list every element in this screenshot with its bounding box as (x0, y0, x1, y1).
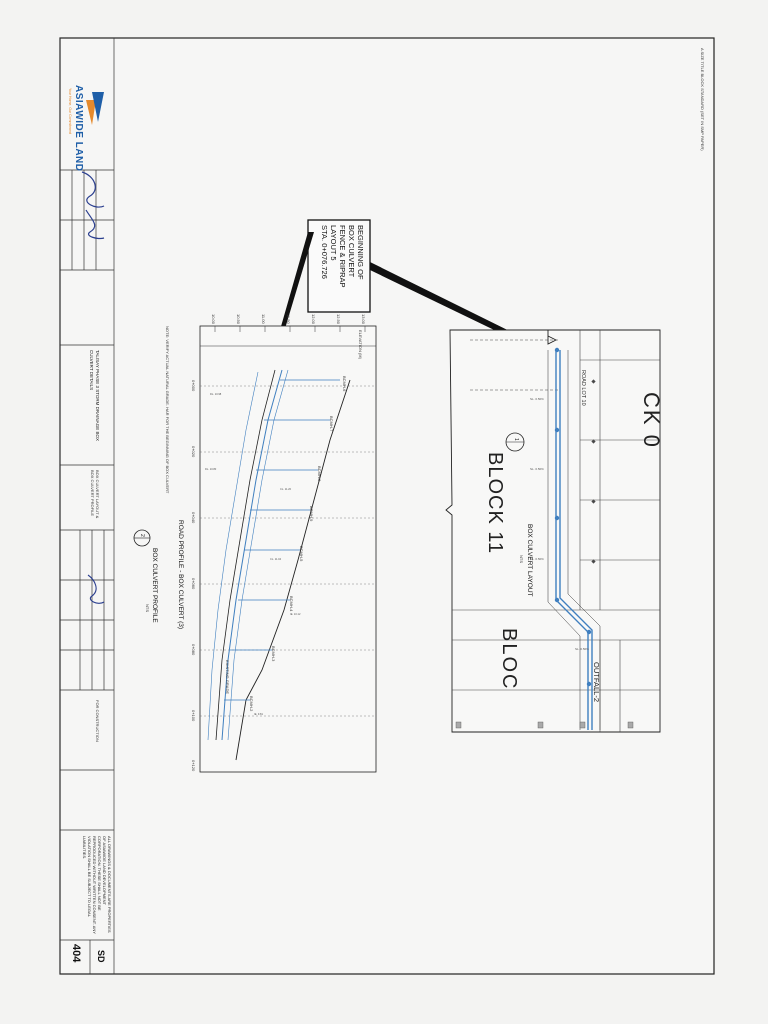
manhole-label: BCMH-3 (271, 646, 276, 662)
callout-line-5: STA. 0+076.726 (320, 225, 329, 279)
plan-badge-number: 1 (513, 438, 519, 441)
profile-badge-number: 2 (139, 534, 145, 537)
svg-text:CL. 11.04: CL. 11.04 (270, 557, 282, 561)
svg-text:SL. 0.50%: SL. 0.50% (530, 557, 544, 561)
signature-mark (81, 171, 105, 240)
layout-plan: SL. 0.50% SL. 0.50% SL. 0.50% SL. 0.50% (445, 329, 661, 733)
profile-scale: NTS (145, 604, 150, 612)
svg-text:CL. 11.20: CL. 11.20 (280, 487, 292, 491)
station-label: 0+080 (191, 644, 196, 656)
manhole-label: BCMH-7 (329, 416, 334, 432)
manhole-label: BCMH-4 (289, 596, 294, 612)
elevation-label: 13.00 (361, 314, 366, 325)
station-label: 0+120 (191, 760, 196, 772)
manhole-label: BCMH-2 (249, 696, 254, 712)
callout-line-2: BOX CULVERT (347, 225, 356, 278)
svg-text:SL. 0.50%: SL. 0.50% (530, 397, 544, 401)
station-label: 0+060 (191, 578, 196, 590)
profile-title: ROAD PROFILE - BOX CULVERT (3) (177, 520, 184, 630)
svg-text:DL. 10.80: DL. 10.80 (205, 467, 217, 471)
callout-text: BEGINNING OF BOX CULVERT FENCE & RIPRAP … (320, 225, 365, 288)
elevation-label: 12.50 (336, 314, 341, 325)
plan-block-bottom: BLOC (498, 628, 520, 691)
elevation-label: 10.00 (211, 314, 216, 325)
plan-title: BOX CULVERT LAYOUT (526, 524, 533, 597)
svg-text:DL. 10.98: DL. 10.98 (210, 392, 222, 396)
station-label: 0+040 (191, 512, 196, 524)
svg-text:IE. 9.81: IE. 9.81 (254, 712, 263, 716)
company-logo (86, 92, 104, 125)
elevation-label: 11.50 (286, 314, 291, 324)
signature-mark-2 (87, 574, 105, 604)
title-block-notes: ALL DRAWINGS & DOCUMENTS ARE PROPERTIES … (82, 836, 112, 934)
svg-text:IE. 10.12: IE. 10.12 (290, 612, 301, 616)
sheet-content: BOX CULVERT LAYOUT & BOX CULVERT PROFILE (90, 470, 100, 519)
profile-frame: DL. 10.98 DL. 10.80 CL. 11.20 CL. 11.04 … (199, 325, 377, 773)
station-label: 0+020 (191, 446, 196, 458)
callout-line-3: FENCE & RIPRAP (338, 225, 347, 288)
layout-title-badge (505, 432, 525, 452)
title-block-strip (59, 38, 115, 974)
station-label: 0+100 (191, 710, 196, 722)
sheet-id: SD (96, 950, 106, 963)
manhole-label: BCMH-9 (309, 506, 314, 522)
elevation-label: 12.00 (311, 314, 316, 325)
manhole-label: BCMH-6 (342, 376, 347, 392)
svg-text:SL. 0.50%: SL. 0.50% (530, 467, 544, 471)
plan-scale: NTS (519, 555, 524, 563)
callout-line-4: LAYOUT 5 (329, 225, 338, 261)
elevation-label: 10.50 (236, 314, 241, 325)
profile-subtitle: BOX CULVERT PROFILE (151, 548, 158, 623)
profile-title-badge (133, 529, 151, 547)
sheet-number: 404 (70, 944, 82, 963)
plan-block-main: BLOCK 11 (484, 452, 506, 555)
callout-line-1: BEGINNING OF (356, 225, 365, 280)
logo-tagline: Your Home, Our Commitment (68, 88, 72, 134)
elevation-label: 11.00 (261, 314, 266, 324)
status-label: FOR CONSTRUCTION (95, 700, 100, 742)
logo-name: ASIAWIDE LAND (73, 85, 84, 172)
profile-axis-label: ELEVATION (M) (358, 330, 363, 359)
svg-text:SL. 0.50%: SL. 0.50% (575, 647, 589, 651)
corner-note: A SIZE TITLE BLOCK STANDARD (SET IN SMP … (700, 48, 705, 151)
profile-note: NOTE: VERIFY ACTUAL NATURAL GRADE. HAR F… (165, 326, 170, 494)
plan-road-label: ROAD LOT 10 (580, 370, 586, 406)
manhole-markers (554, 347, 592, 687)
station-label: 0+000 (191, 380, 196, 392)
profile-existing-grade: EXISTING GRADE (225, 660, 230, 695)
plan-outfall-label: OUTFALL-2 (592, 662, 601, 703)
plan-block-top: CK 0 (639, 392, 664, 449)
manhole-label: BCMH-5 (299, 546, 304, 562)
manhole-label: BCMH-8 (317, 466, 322, 482)
project-title: TALISAY PHASE 3 STORM DRAINAGE BOX CULVE… (89, 350, 101, 441)
